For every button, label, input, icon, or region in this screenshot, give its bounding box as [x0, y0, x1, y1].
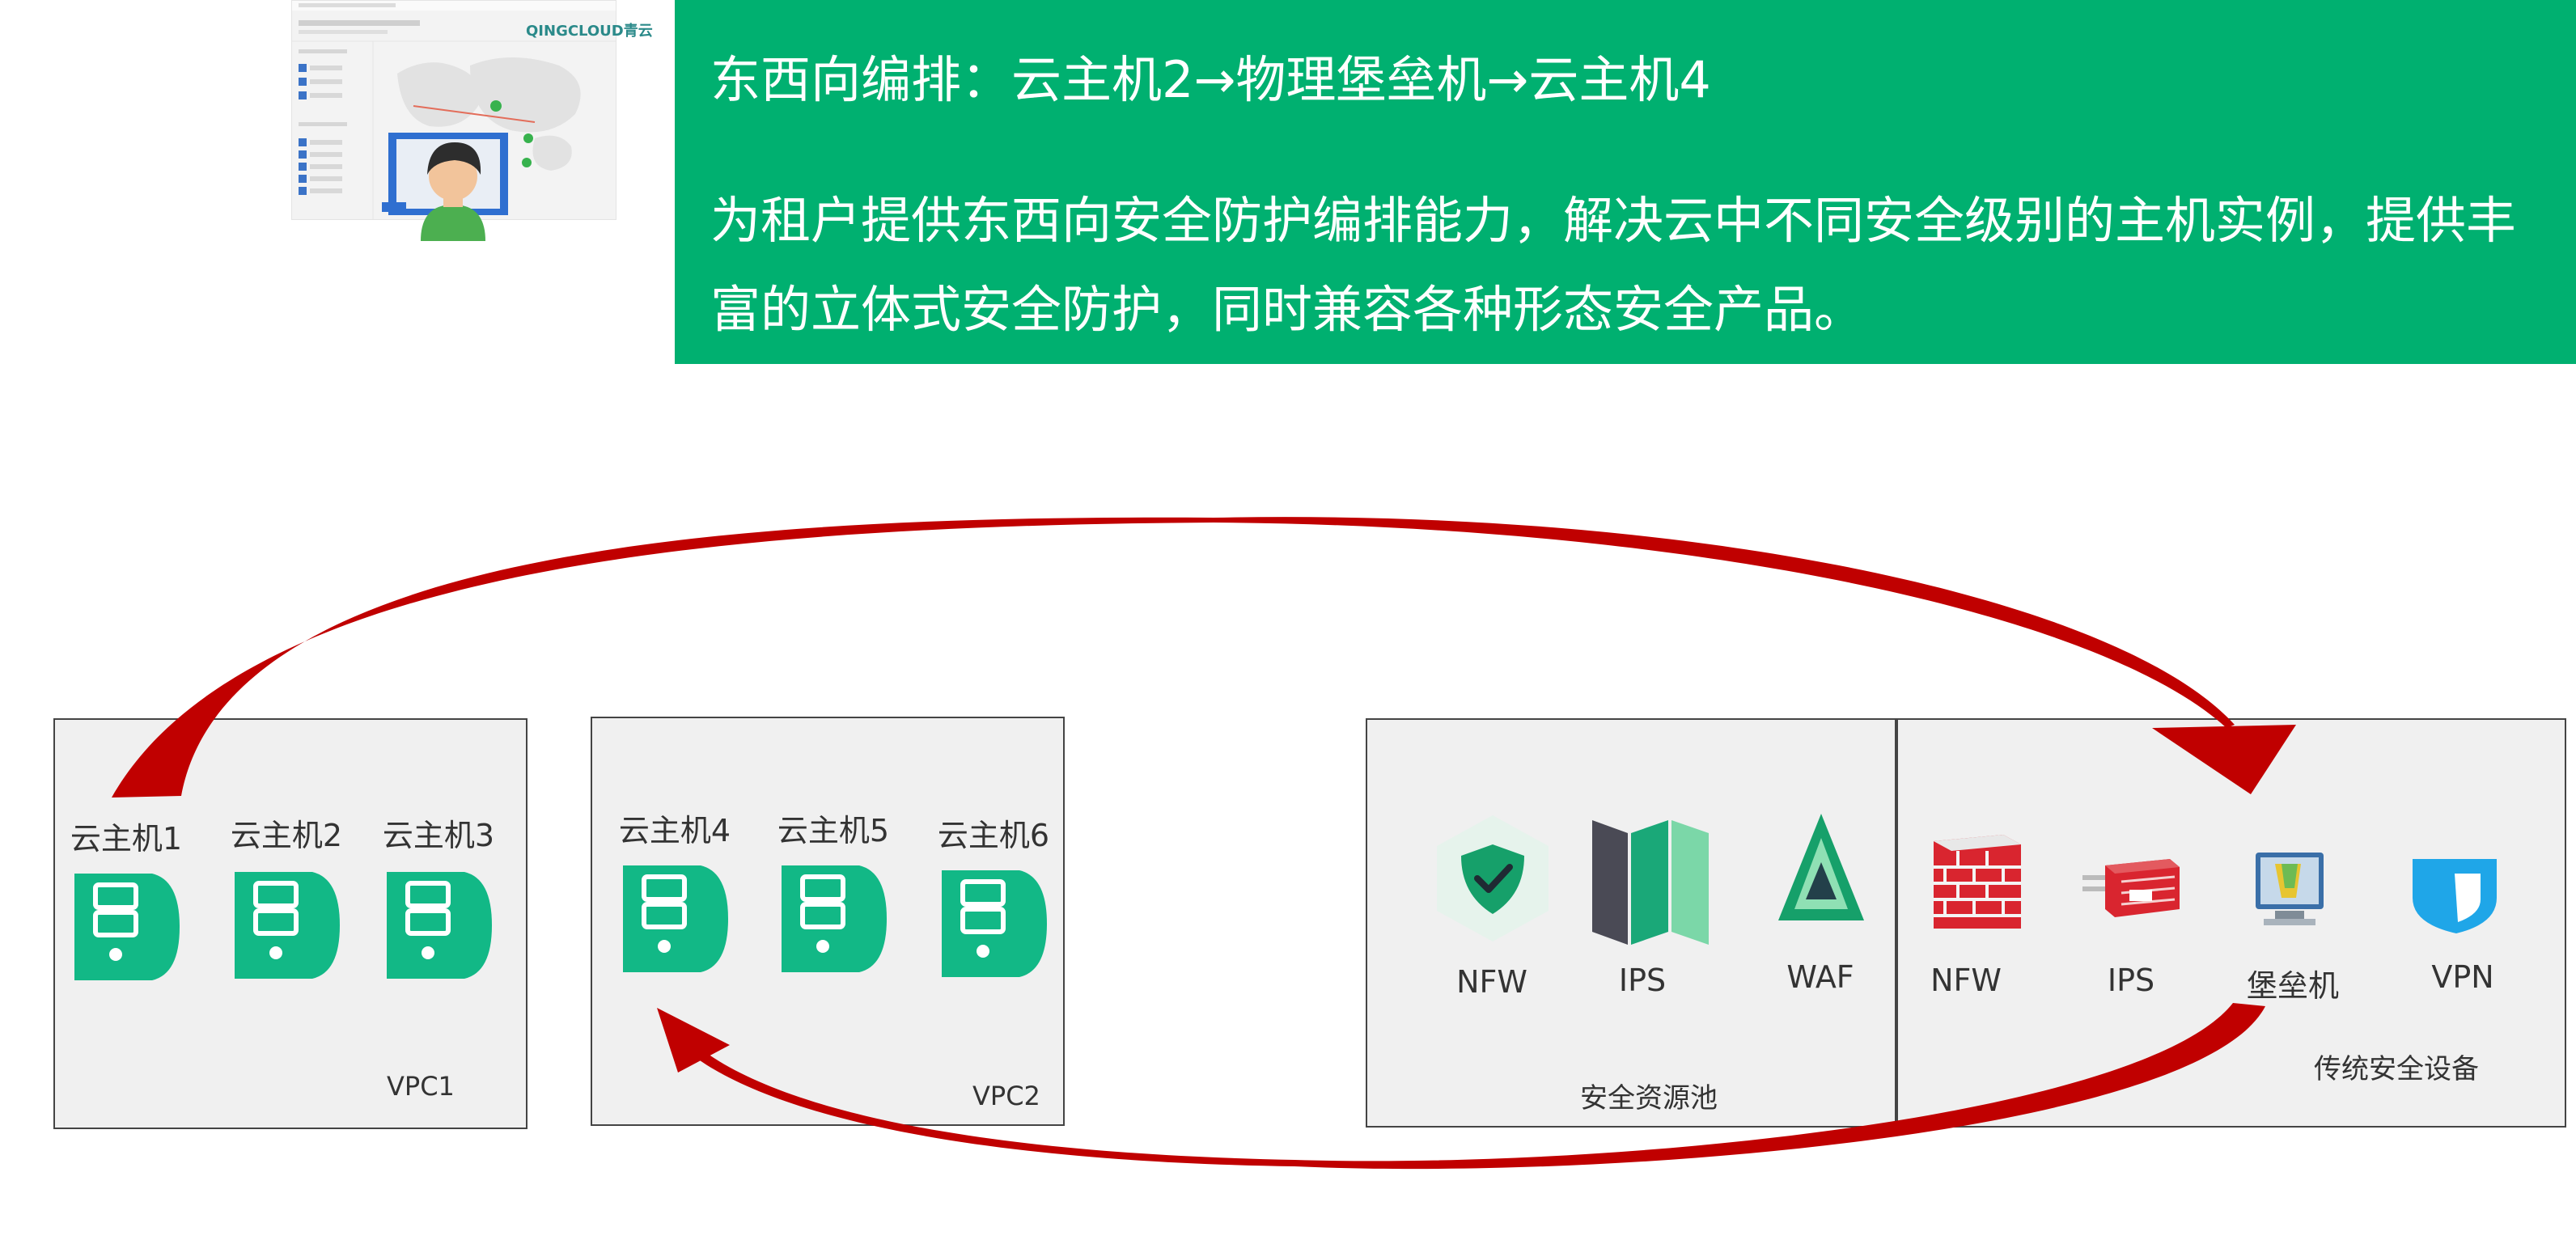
qingcloud-logo: QINGCLOUD青云	[526, 23, 653, 40]
banner-title: 东西向编排：云主机2→物理堡垒机→云主机4	[710, 50, 1711, 109]
ips-panels-icon	[1592, 820, 1709, 945]
arrow-bottom-head	[657, 1008, 730, 1073]
pool-waf-label: WAF	[1786, 959, 1854, 995]
server-icon	[387, 872, 492, 979]
pool-nfw-label: NFW	[1456, 964, 1527, 1000]
firewall-brick-icon	[1934, 835, 2021, 929]
user-at-monitor-illustration	[382, 133, 508, 241]
world-map-illustration	[292, 1, 616, 219]
legacy-devices-label: 传统安全设备	[2314, 1053, 2479, 1085]
security-pool-label: 安全资源池	[1580, 1082, 1718, 1115]
pool-ips-label: IPS	[1618, 963, 1667, 998]
server-icon	[74, 874, 180, 980]
console-screenshot	[291, 0, 616, 220]
server-icon	[235, 872, 340, 979]
waf-triangle-icon	[1778, 814, 1864, 920]
server-icon	[623, 865, 728, 972]
vpc1-host-1-label: 云主机1	[70, 821, 183, 857]
banner-description: 为租户提供东西向安全防护编排能力，解决云中不同安全级别的主机实例，提供丰富的立体…	[710, 191, 2517, 339]
server-icon	[782, 865, 887, 972]
legacy-bastion-label: 堡垒机	[2246, 968, 2340, 1004]
legacy-nfw-label: NFW	[1930, 963, 2002, 998]
vpc2-host-5-label: 云主机5	[777, 813, 890, 848]
server-icon	[942, 870, 1047, 977]
ips-device-icon	[2082, 859, 2180, 917]
vpc1-host-2-label: 云主机2	[230, 818, 343, 853]
bastion-host-icon	[2256, 853, 2324, 925]
nfw-shield-icon	[1437, 815, 1549, 941]
vpn-shield-icon	[2413, 859, 2497, 933]
vpc2-host-4-label: 云主机4	[618, 813, 731, 848]
arrow-top-arc	[112, 517, 2235, 798]
console-screenshot-thumbnail: QINGCLOUD青云	[291, 0, 653, 243]
vpc2-host-6-label: 云主机6	[937, 818, 1050, 853]
legacy-ips-label: IPS	[2107, 963, 2155, 998]
arrow-top-head	[2152, 725, 2296, 794]
legacy-vpn-label: VPN	[2431, 959, 2494, 995]
title-banner: 东西向编排：云主机2→物理堡垒机→云主机4 为租户提供东西向安全防护编排能力，解…	[675, 0, 2576, 364]
arrow-bottom-arc	[688, 1003, 2265, 1170]
vpc1-host-3-label: 云主机3	[382, 818, 495, 853]
vpc2-label: VPC2	[972, 1081, 1040, 1111]
vpc1-label: VPC1	[387, 1071, 455, 1102]
